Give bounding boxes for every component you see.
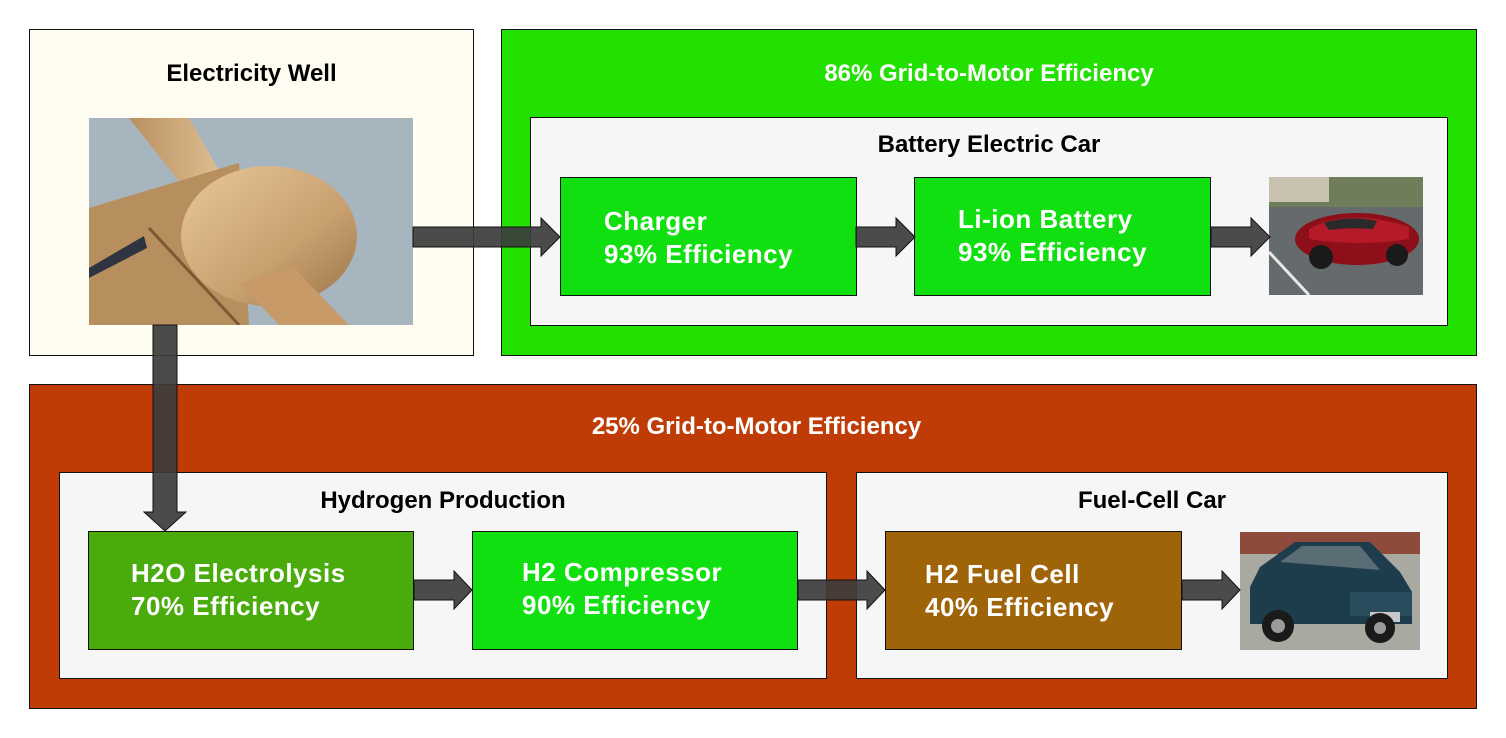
arrow-well-to-charger [412, 216, 561, 258]
suv-illustration [1240, 532, 1420, 650]
fuel-cell-car-title: Fuel-Cell Car [1077, 487, 1227, 514]
wind-turbine-image [89, 118, 413, 325]
battery-efficiency-title: 86% Grid-to-Motor Efficiency [824, 60, 1154, 87]
h2-compressor-step: H2 Compressor 90% Efficiency [472, 531, 798, 650]
hydrogen-efficiency-title: 25% Grid-to-Motor Efficiency [591, 413, 922, 440]
wind-turbine-illustration [89, 118, 357, 325]
suv-image [1240, 532, 1420, 650]
h2o-electrolysis-label: H2O Electrolysis [131, 558, 346, 588]
charger-step: Charger 93% Efficiency [560, 177, 857, 296]
arrow-charger-to-battery [855, 216, 916, 258]
sports-car-image [1269, 177, 1423, 295]
arrow-battery-to-car [1210, 216, 1271, 258]
arrow-fuel-cell-to-car [1181, 569, 1241, 611]
charger-label: Charger [604, 206, 708, 236]
hydrogen-production-title: Hydrogen Production [320, 487, 566, 514]
h2-fuel-cell-label: H2 Fuel Cell [925, 559, 1080, 589]
arrow-well-to-electrolysis [142, 324, 188, 532]
arrow-electrolysis-to-compressor [413, 569, 473, 611]
h2-fuel-cell-step: H2 Fuel Cell 40% Efficiency [885, 531, 1182, 650]
li-ion-battery-step: Li-ion Battery 93% Efficiency [914, 177, 1211, 296]
h2o-electrolysis-step: H2O Electrolysis 70% Efficiency [88, 531, 414, 650]
li-ion-battery-efficiency: 93% Efficiency [958, 237, 1148, 267]
sports-car-illustration [1269, 177, 1423, 295]
h2-compressor-efficiency: 90% Efficiency [522, 590, 712, 620]
electricity-well-title: Electricity Well [166, 60, 337, 87]
charger-efficiency: 93% Efficiency [604, 239, 794, 269]
arrow-compressor-to-fuel-cell [797, 569, 886, 611]
li-ion-battery-label: Li-ion Battery [958, 204, 1133, 234]
h2-compressor-label: H2 Compressor [522, 557, 723, 587]
battery-electric-car-title: Battery Electric Car [877, 131, 1101, 158]
h2-fuel-cell-efficiency: 40% Efficiency [925, 592, 1115, 622]
h2o-electrolysis-efficiency: 70% Efficiency [131, 591, 321, 621]
